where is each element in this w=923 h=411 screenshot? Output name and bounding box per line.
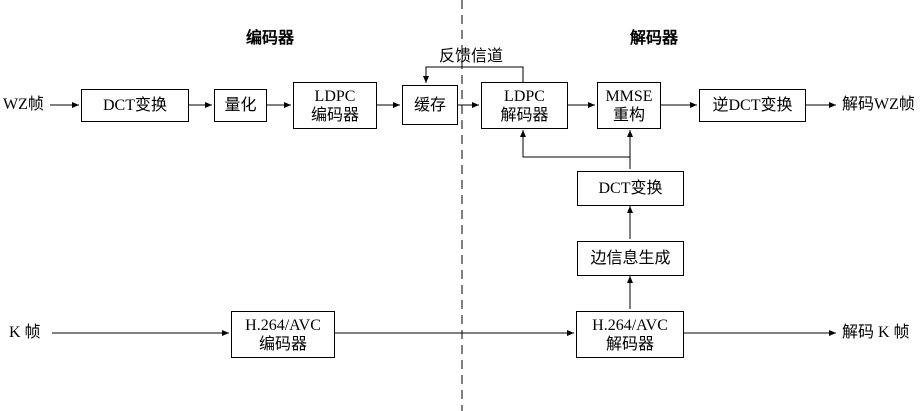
h264-encoder-line2: 编码器 [259,335,307,354]
inverse-dct-block-label: 逆DCT变换 [712,96,792,115]
quantize-block: 量化 [214,89,267,122]
side-info-generation-block: 边信息生成 [577,241,684,276]
decoder-heading: 解码器 [630,28,678,47]
ldpc-encoder-line2: 编码器 [311,106,359,125]
arrow-side-to-ldpc-decoder [523,130,630,157]
h264-decoder-block: H.264/AVC 解码器 [576,311,684,358]
ldpc-decoder-line1: LDPC [504,87,545,106]
dct-block: DCT变换 [81,89,189,122]
decoded-wz-output-label: 解码WZ帧 [842,95,915,114]
side-dct-block-label: DCT变换 [598,179,662,198]
feedback-channel-label: 反馈信道 [439,47,503,66]
ldpc-encoder-line1: LDPC [315,87,356,106]
h264-decoder-line2: 解码器 [606,335,654,354]
decoded-k-output-label: 解码 K 帧 [842,323,910,342]
encoder-heading: 编码器 [246,28,294,47]
h264-decoder-line1: H.264/AVC [592,316,668,335]
h264-encoder-line1: H.264/AVC [245,316,321,335]
wz-frame-input-label: WZ帧 [3,95,44,114]
k-frame-input-label: K 帧 [9,323,41,342]
side-dct-block: DCT变换 [577,171,684,206]
side-info-block-label: 边信息生成 [590,249,670,268]
buffer-block-label: 缓存 [414,96,446,115]
ldpc-encoder-block: LDPC 编码器 [293,82,377,129]
inverse-dct-block: 逆DCT变换 [699,89,806,122]
mmse-line1: MMSE [605,87,652,106]
dct-block-label: DCT变换 [103,96,167,115]
mmse-line2: 重构 [613,106,645,125]
ldpc-decoder-block: LDPC 解码器 [481,82,568,129]
ldpc-decoder-line2: 解码器 [500,106,548,125]
h264-encoder-block: H.264/AVC 编码器 [231,311,335,358]
buffer-block: 缓存 [402,85,458,125]
mmse-reconstruction-block: MMSE 重构 [597,82,661,129]
quantize-block-label: 量化 [224,96,256,115]
